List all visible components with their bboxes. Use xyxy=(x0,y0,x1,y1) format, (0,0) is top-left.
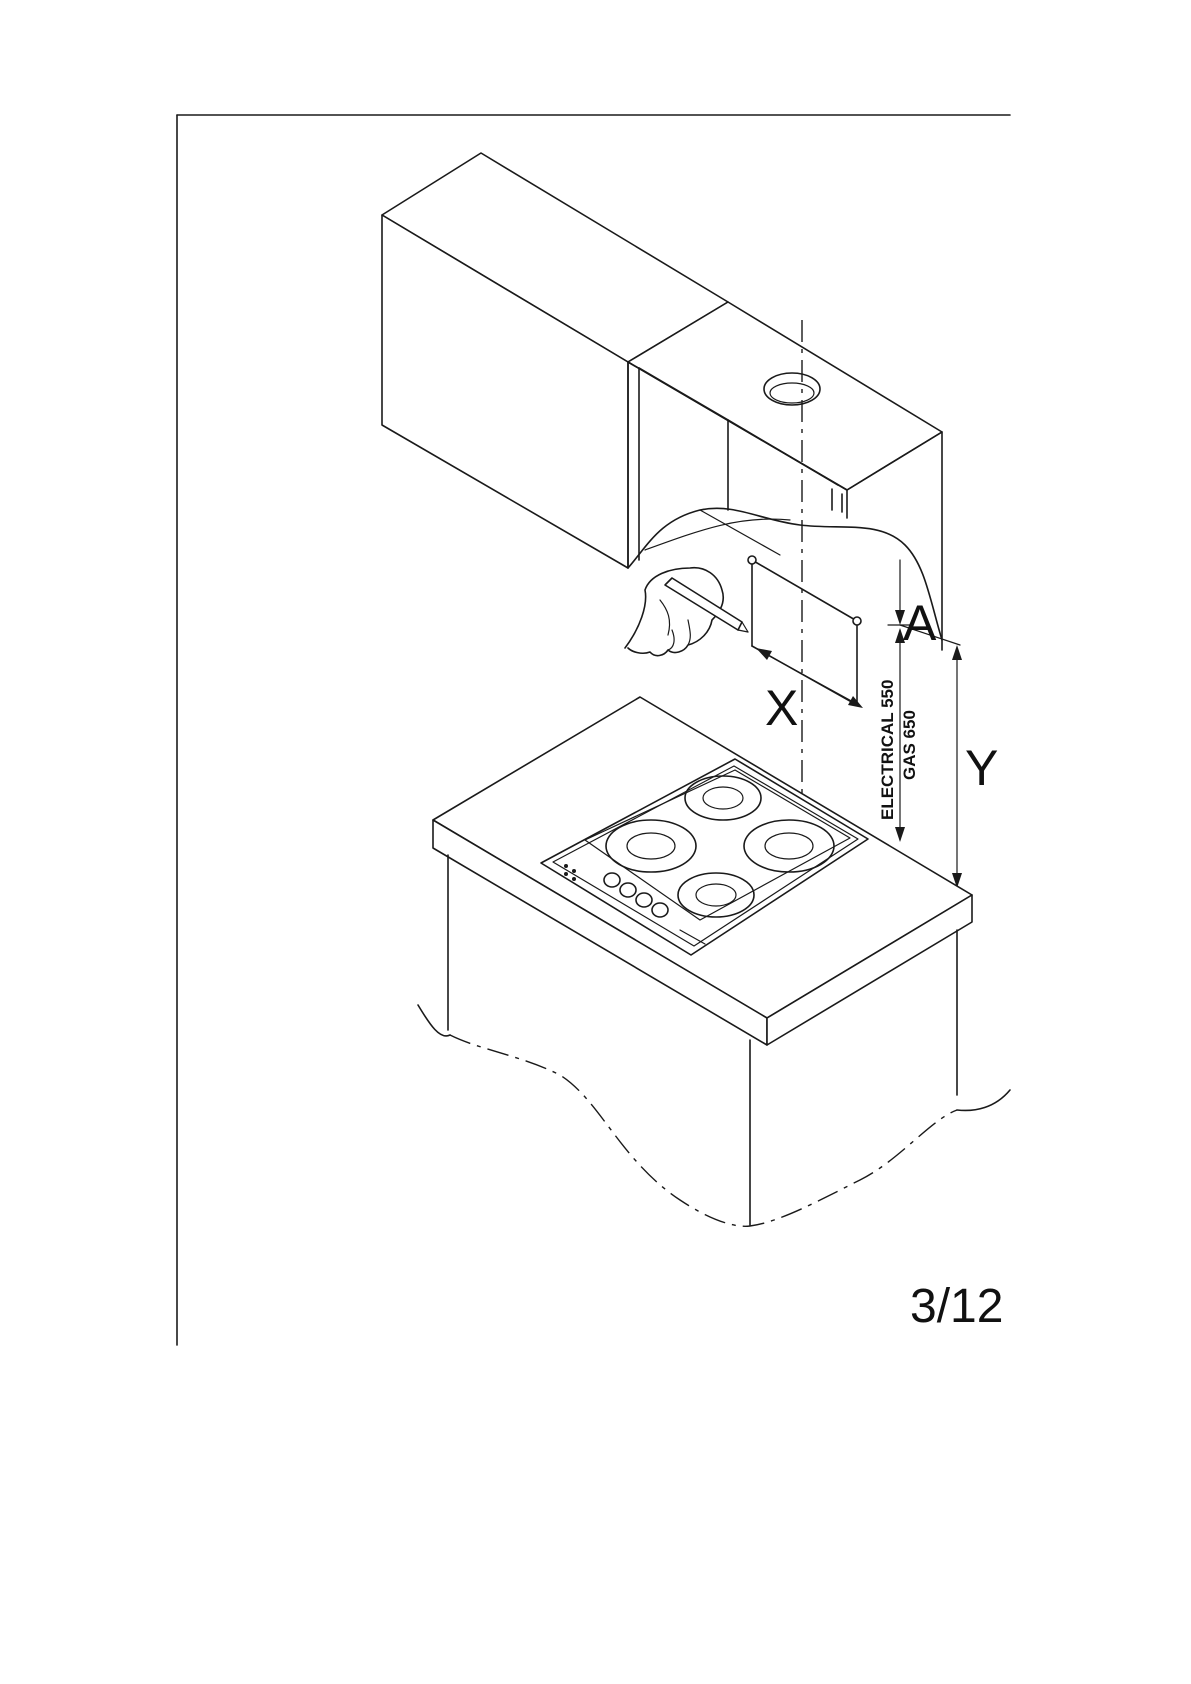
label-electrical: ELECTRICAL 550 xyxy=(878,680,897,820)
hand-with-pencil-icon xyxy=(625,568,748,656)
label-a: A xyxy=(903,595,937,651)
wall-cabinet xyxy=(382,153,942,650)
label-gas: GAS 650 xyxy=(900,710,919,780)
label-y: Y xyxy=(965,740,998,796)
label-x: X xyxy=(765,680,798,736)
page-number: 3/12 xyxy=(910,1280,1003,1333)
